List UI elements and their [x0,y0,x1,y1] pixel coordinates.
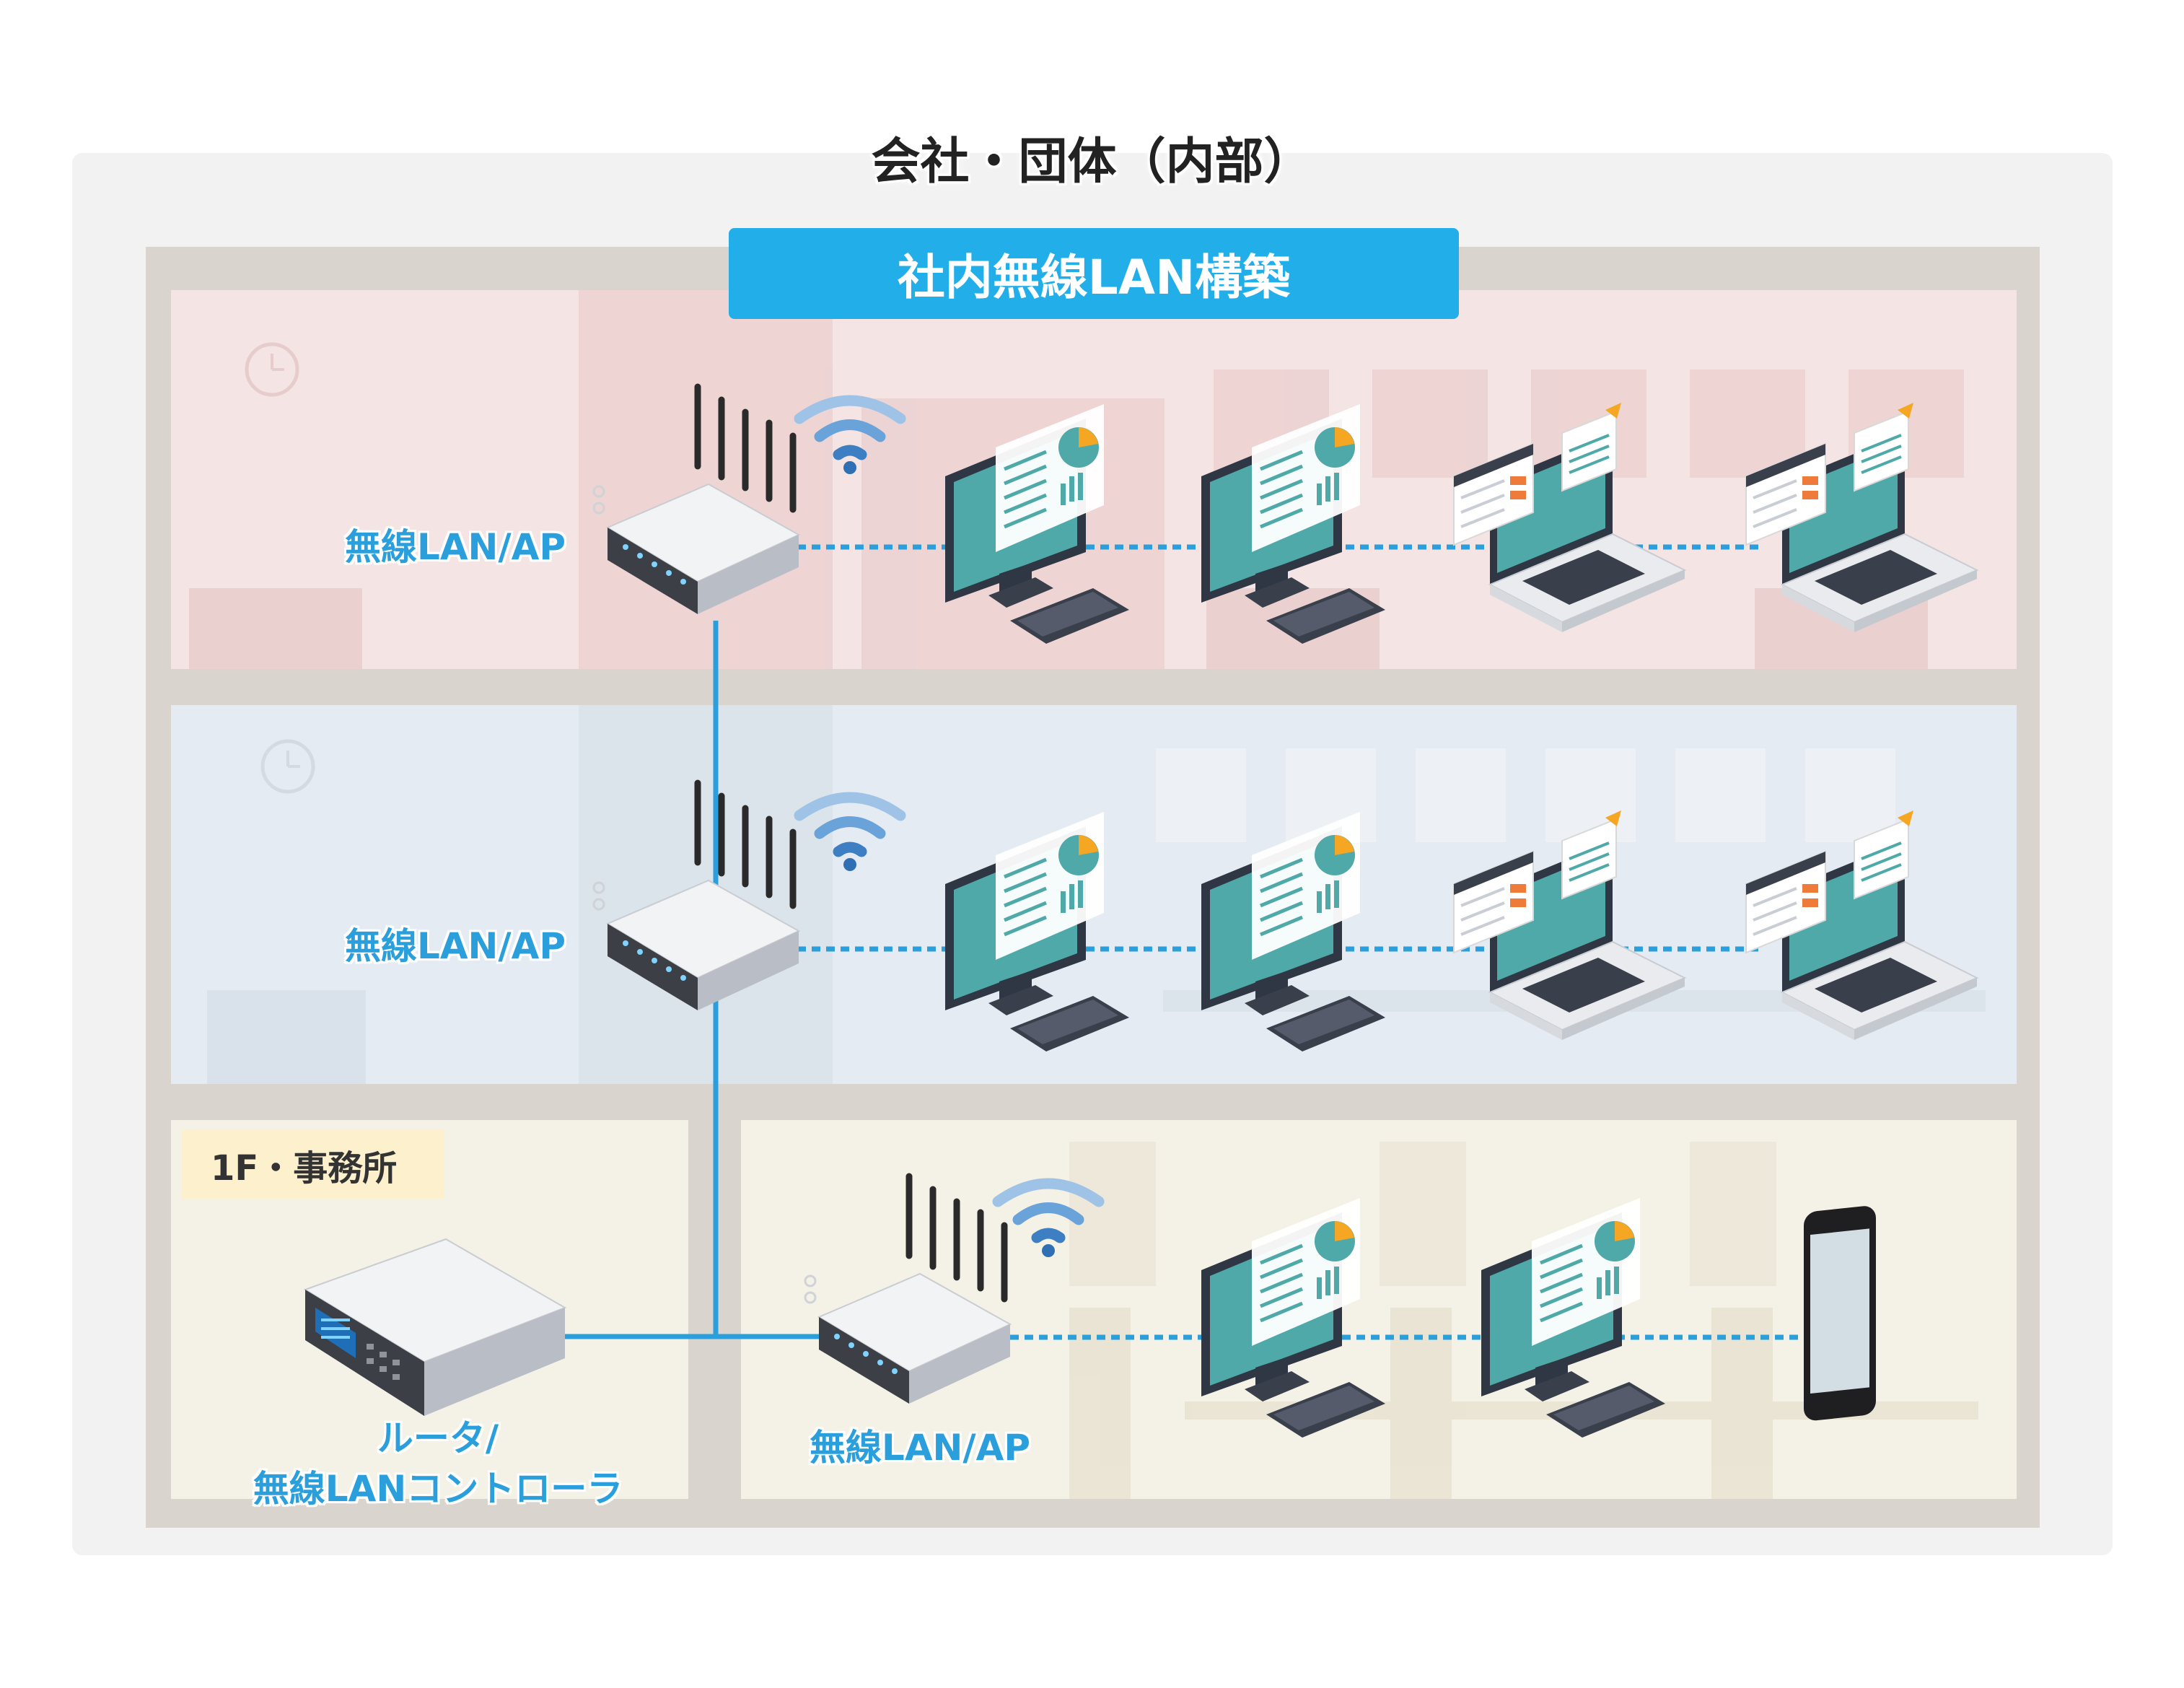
banner-title: 社内無線LAN構築 [729,228,1459,319]
router-label: ルータ/ 無線LANコントローラ [232,1413,644,1514]
floor-tag: 1F・事務所 [182,1130,444,1199]
router-label-line2: 無線LANコントローラ [253,1468,623,1510]
ap-label-3f: 無線LAN/AP [345,526,566,568]
page-title: 会社・団体（内部） [871,134,1313,191]
smartphone-icon [1804,1204,1876,1422]
router-label-line1: ルータ/ [377,1417,499,1459]
ap-label-2f: 無線LAN/AP [345,925,566,967]
ap-label-1f: 無線LAN/AP [810,1427,1031,1469]
